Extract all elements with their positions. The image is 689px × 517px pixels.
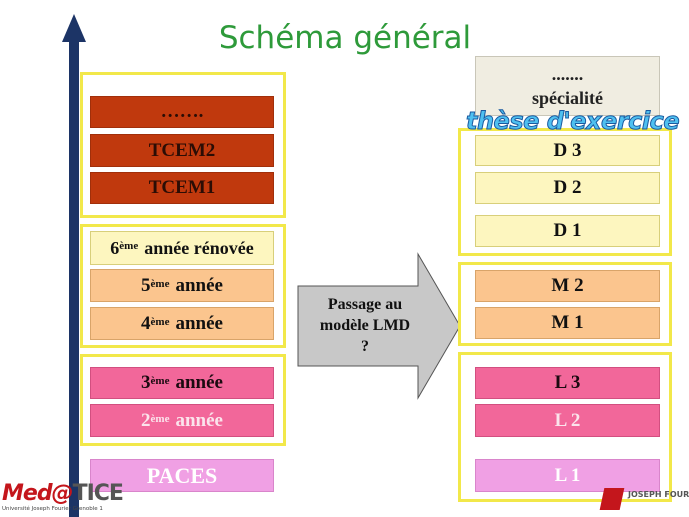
group-tcem	[80, 72, 286, 218]
arrow-line-1: Passage au	[327, 296, 403, 313]
box-3eme-num: 3	[141, 372, 151, 393]
box-m2: M 2	[475, 270, 660, 302]
page-title: Schéma général	[218, 20, 472, 56]
medatice-logo-a: Med@	[2, 481, 74, 506]
medatice-logo-sub: Université Joseph Fourier Grenoble 1	[2, 506, 103, 512]
box-ellipsis: …….	[90, 96, 274, 128]
ujf-logo-mark	[599, 488, 625, 510]
arrow-line-3: ?	[361, 338, 369, 355]
box-6eme-label: année rénovée	[144, 237, 254, 258]
group-master	[458, 262, 672, 346]
these-exercice-label: thèse d'exercice	[466, 107, 681, 136]
specialite-line-1: .......	[551, 64, 584, 84]
box-5eme-num: 5	[141, 274, 151, 296]
group-doctorat	[458, 128, 672, 256]
medatice-logo: Med@TICE Université Joseph Fourier Greno…	[2, 482, 127, 513]
medatice-logo-text: Med@TICE	[2, 482, 127, 506]
group-first-cycle	[80, 354, 286, 446]
box-m1: M 1	[475, 307, 660, 339]
box-6eme-sup: ème	[119, 240, 139, 252]
box-2eme-label: année	[175, 409, 223, 431]
specialite-box: ....... spécialité	[475, 56, 660, 116]
timeline-arrow-head	[62, 14, 86, 42]
box-d1: D 1	[475, 215, 660, 247]
group-licence	[458, 352, 672, 502]
box-4eme-label: année	[175, 312, 223, 334]
arrow-line-2: modèle LMD	[319, 317, 411, 334]
transition-arrow-shape	[297, 252, 461, 400]
specialite-line-2: spécialité	[532, 88, 603, 108]
box-l2: L 2	[475, 404, 660, 437]
box-3eme-sup: ème	[150, 375, 170, 387]
box-l1: L 1	[475, 459, 660, 492]
box-2eme-num: 2	[141, 409, 151, 431]
group-second-cycle	[80, 224, 286, 348]
box-paces: PACES	[90, 459, 274, 492]
box-tcem1: TCEM1	[90, 172, 274, 204]
box-tcem2: TCEM2	[90, 134, 274, 167]
box-3eme-label: année	[175, 372, 223, 393]
box-d2: D 2	[475, 172, 660, 204]
box-4eme-num: 4	[141, 312, 151, 334]
ujf-logo: JOSEPH FOURIER	[599, 484, 689, 512]
medatice-logo-b: TICE	[72, 481, 124, 506]
timeline-arrow	[62, 14, 86, 517]
box-2eme-sup: ème	[150, 412, 170, 425]
box-5eme-sup: ème	[150, 277, 170, 290]
transition-arrow-label: Passage au modèle LMD ?	[300, 294, 430, 357]
box-d3: D 3	[475, 135, 660, 166]
box-5eme-label: année	[175, 274, 223, 296]
timeline-arrow-shaft	[69, 40, 79, 517]
box-4eme-sup: ème	[150, 315, 170, 328]
box-6eme-num: 6	[110, 237, 120, 258]
ujf-logo-text: JOSEPH FOURIER	[628, 490, 689, 499]
box-l3: L 3	[475, 367, 660, 399]
transition-arrow	[297, 252, 461, 400]
